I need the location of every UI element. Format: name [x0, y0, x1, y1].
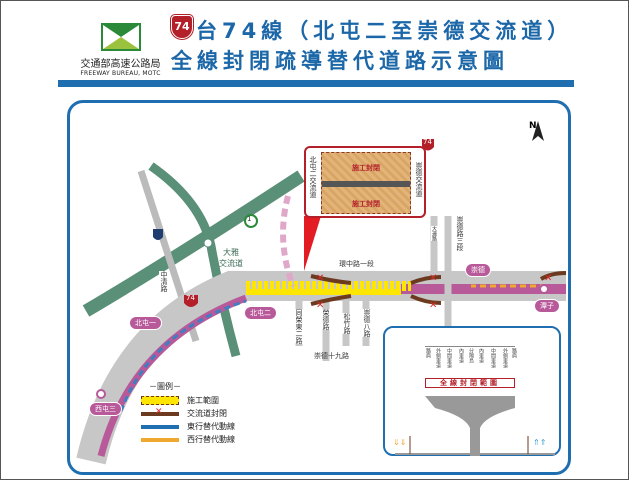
street-label: 大連路 — [431, 226, 438, 241]
ramp-tanzi: 潭子 — [534, 299, 560, 313]
callout-right-label: 崇德交流道 — [414, 162, 424, 197]
svg-text:✕: ✕ — [316, 300, 324, 311]
tai74-number: 74 — [186, 294, 195, 302]
lane-label: 外側車道 — [502, 348, 508, 368]
westbound-arrow-icon — [141, 437, 179, 442]
ramp-chongde: 崇德 — [465, 263, 491, 277]
freeway-1-shield-icon — [153, 229, 163, 240]
xitun-station-icon — [96, 389, 106, 399]
svg-text:✕: ✕ — [544, 273, 552, 284]
legend-title: －圖例－ — [149, 382, 181, 391]
cross-section-inset: 路肩 外側車道 中間車道 內車道 分隔島 內車道 中間車道 外側車道 路肩 全線… — [383, 326, 561, 456]
org-name-en: FREEWAY BUREAU, MOTC — [80, 70, 161, 77]
freeway-bureau-logo: 交通部高速公路局 FREEWAY BUREAU, MOTC — [73, 23, 168, 77]
closed-ramps — [310, 271, 567, 306]
closure-x-icons: ✕ ✕ ✕ ✕ ✕ — [316, 273, 552, 311]
callout-pointer — [304, 216, 321, 271]
street-label: 崇德路三段 — [455, 216, 465, 251]
legend-item: ✕ 交流道封閉 — [141, 407, 235, 420]
tai74-shield-icon: 74 — [171, 15, 193, 39]
page-subtitle: 全線封閉疏導替代道路示意圖 — [171, 49, 509, 73]
street-label: 榮德路 — [321, 309, 331, 330]
page-title: 台74線（北屯二至崇德交流道） — [196, 19, 574, 43]
lane-label: 路肩 — [425, 348, 431, 358]
construction-swatch — [141, 396, 179, 405]
legend-item: 西行替代動線 — [141, 433, 235, 446]
street-label: 同榮東二路 — [294, 309, 304, 344]
svg-text:✕: ✕ — [429, 273, 437, 284]
tai74-shield-map-icon — [184, 295, 198, 307]
closed-ramp-dashed — [280, 195, 296, 288]
street-label: 環中路一段 — [339, 260, 374, 268]
svg-text:✕: ✕ — [316, 273, 324, 284]
viaduct-section-icon: ⇓⇓ ⇑⇑ — [393, 396, 555, 456]
ramp-xitun3: 西屯三 — [89, 402, 122, 416]
ramp-beitun1: 北屯一 — [129, 316, 162, 330]
lane-label: 路肩 — [511, 348, 517, 358]
north-label: N — [529, 121, 537, 131]
legend-item: 東行替代動線 — [141, 420, 235, 433]
lane-label: 分隔島 — [468, 348, 474, 363]
closure-swatch: ✕ — [141, 407, 179, 417]
closure-callout: 北屯二交流道 施工封閉 施工封閉 崇德交流道 — [304, 146, 426, 218]
lane-label: 內車道 — [458, 348, 464, 363]
legend-item: 施工範圍 — [141, 394, 235, 407]
ramp-beitun2: 北屯二 — [244, 306, 277, 320]
svg-text:⇑⇑: ⇑⇑ — [533, 438, 546, 447]
eastbound-detour — [119, 299, 247, 412]
closed-range-label: 全線封閉範圍 — [425, 378, 515, 388]
zone-bottom-label: 施工封閉 — [352, 200, 380, 208]
callout-left-label: 北屯二交流道 — [308, 156, 318, 198]
tai74-number: 74 — [423, 138, 432, 146]
closure-zone: 施工封閉 施工封閉 — [321, 152, 411, 214]
daya-interchange-label: 大雅 交流道 — [219, 248, 243, 268]
map-frame — [67, 100, 571, 475]
tai74-shield-callout-icon — [422, 139, 434, 151]
street-label: 松竹路 — [342, 313, 352, 334]
median-divider — [322, 181, 410, 187]
daya-interchange-icon — [203, 238, 213, 248]
legend-label: 交流道封閉 — [187, 409, 227, 418]
logo-icon — [100, 23, 141, 51]
legend-label: 施工範圍 — [187, 396, 219, 405]
tanzi-station-icon — [539, 284, 549, 294]
zone-top-label: 施工封閉 — [352, 164, 380, 172]
street-label: 崇德十九路 — [314, 352, 349, 360]
header-divider — [58, 80, 574, 87]
legend-label: 東行替代動線 — [187, 422, 235, 431]
provincial-1-shield-icon — [244, 214, 258, 228]
lane-ruler — [425, 346, 515, 347]
lane-label: 外側車道 — [435, 348, 441, 368]
svg-text:⇓⇓: ⇓⇓ — [393, 438, 406, 447]
eastbound-arrow-icon — [141, 424, 179, 429]
legend: －圖例－ 施工範圍 ✕ 交流道封閉 東行替代動線 西行替代動線 — [141, 381, 235, 446]
lane-label: 中間車道 — [490, 348, 496, 368]
street-label: 中清路 — [159, 271, 169, 292]
org-name-zh: 交通部高速公路局 — [80, 59, 161, 70]
legend-label: 西行替代動線 — [187, 435, 235, 444]
svg-text:✕: ✕ — [429, 300, 437, 311]
freeway-1-road — [82, 170, 305, 317]
provincial-1-number: 1 — [247, 215, 252, 223]
lane-label: 內車道 — [478, 348, 484, 363]
north-arrow-icon — [532, 121, 544, 141]
huanzhong-road — [76, 271, 566, 465]
lane-label: 中間車道 — [446, 348, 452, 368]
street-label: 崇德八路 — [362, 309, 372, 337]
